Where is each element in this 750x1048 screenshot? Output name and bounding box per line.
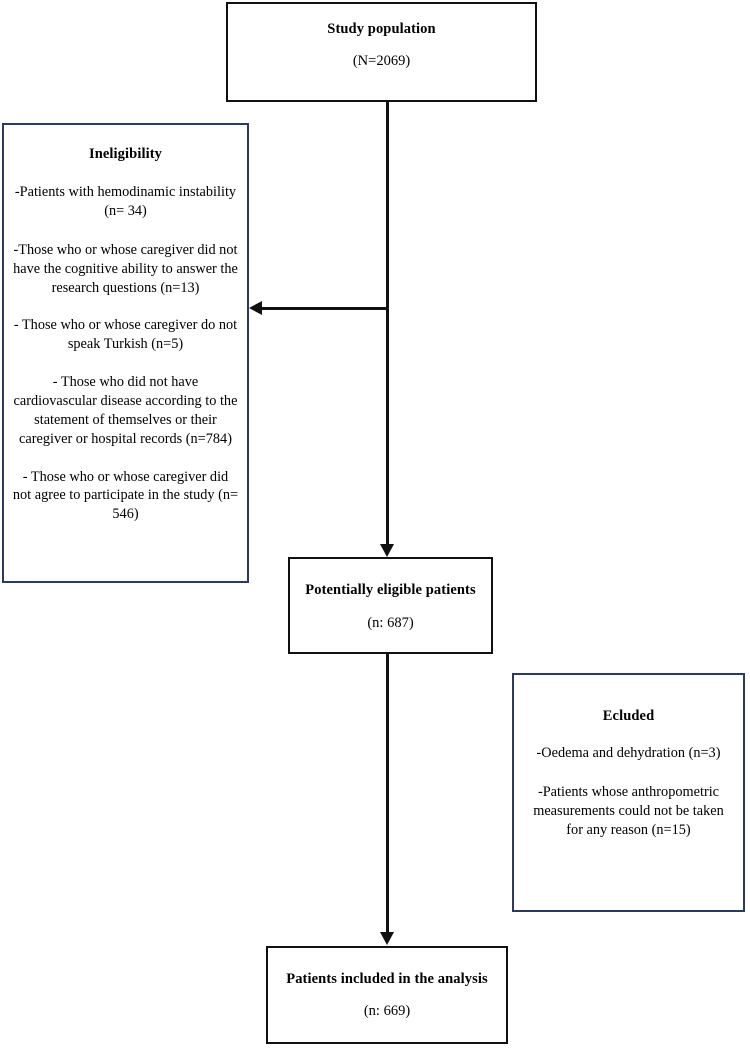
study-population-title: Study population [327,21,436,37]
excluded-title: Ecluded [602,708,655,724]
excluded-reason-list: -Oedema and dehydration (n=3) -Patients … [518,725,739,839]
ineligibility-reason-list: -Patients with hemodinamic instability (… [6,163,245,524]
included-title: Patients included in the analysis [286,971,488,987]
arrow-head-to-included [380,932,394,945]
excluded-reason: -Oedema and dehydration (n=3) [536,745,721,762]
node-included-in-analysis: Patients included in the analysis (n: 66… [266,946,508,1044]
connector-line-to-ineligibility [260,307,388,310]
node-excluded: Ecluded -Oedema and dehydration (n=3) -P… [512,673,745,912]
excluded-reason: -Patients whose anthropometric measureme… [533,783,724,838]
ineligibility-reason: - Those who or whose caregiver do not sp… [13,317,238,353]
ineligibility-reason: -Patients with hemodinamic instability (… [14,184,237,219]
ineligibility-reason: -Those who or whose caregiver did not ha… [13,241,238,296]
node-ineligibility: Ineligibility -Patients with hemodinamic… [2,123,249,583]
potentially-eligible-title: Potentially eligible patients [305,582,476,598]
arrow-head-to-eligible [380,544,394,557]
ineligibility-reason: - Those who or whose caregiver did not a… [12,468,239,523]
connector-line-eligible-to-included [386,654,389,934]
ineligibility-title: Ineligibility [88,146,162,162]
potentially-eligible-count: (n: 687) [367,615,414,632]
arrow-head-to-ineligibility [249,301,262,315]
ineligibility-reason: - Those who did not have cardiovascular … [13,374,238,447]
study-population-count: (N=2069) [352,53,411,70]
node-potentially-eligible: Potentially eligible patients (n: 687) [288,557,493,654]
included-count: (n: 669) [363,1003,411,1020]
node-study-population: Study population (N=2069) [226,2,537,102]
connector-line-population-to-eligible [386,102,389,546]
